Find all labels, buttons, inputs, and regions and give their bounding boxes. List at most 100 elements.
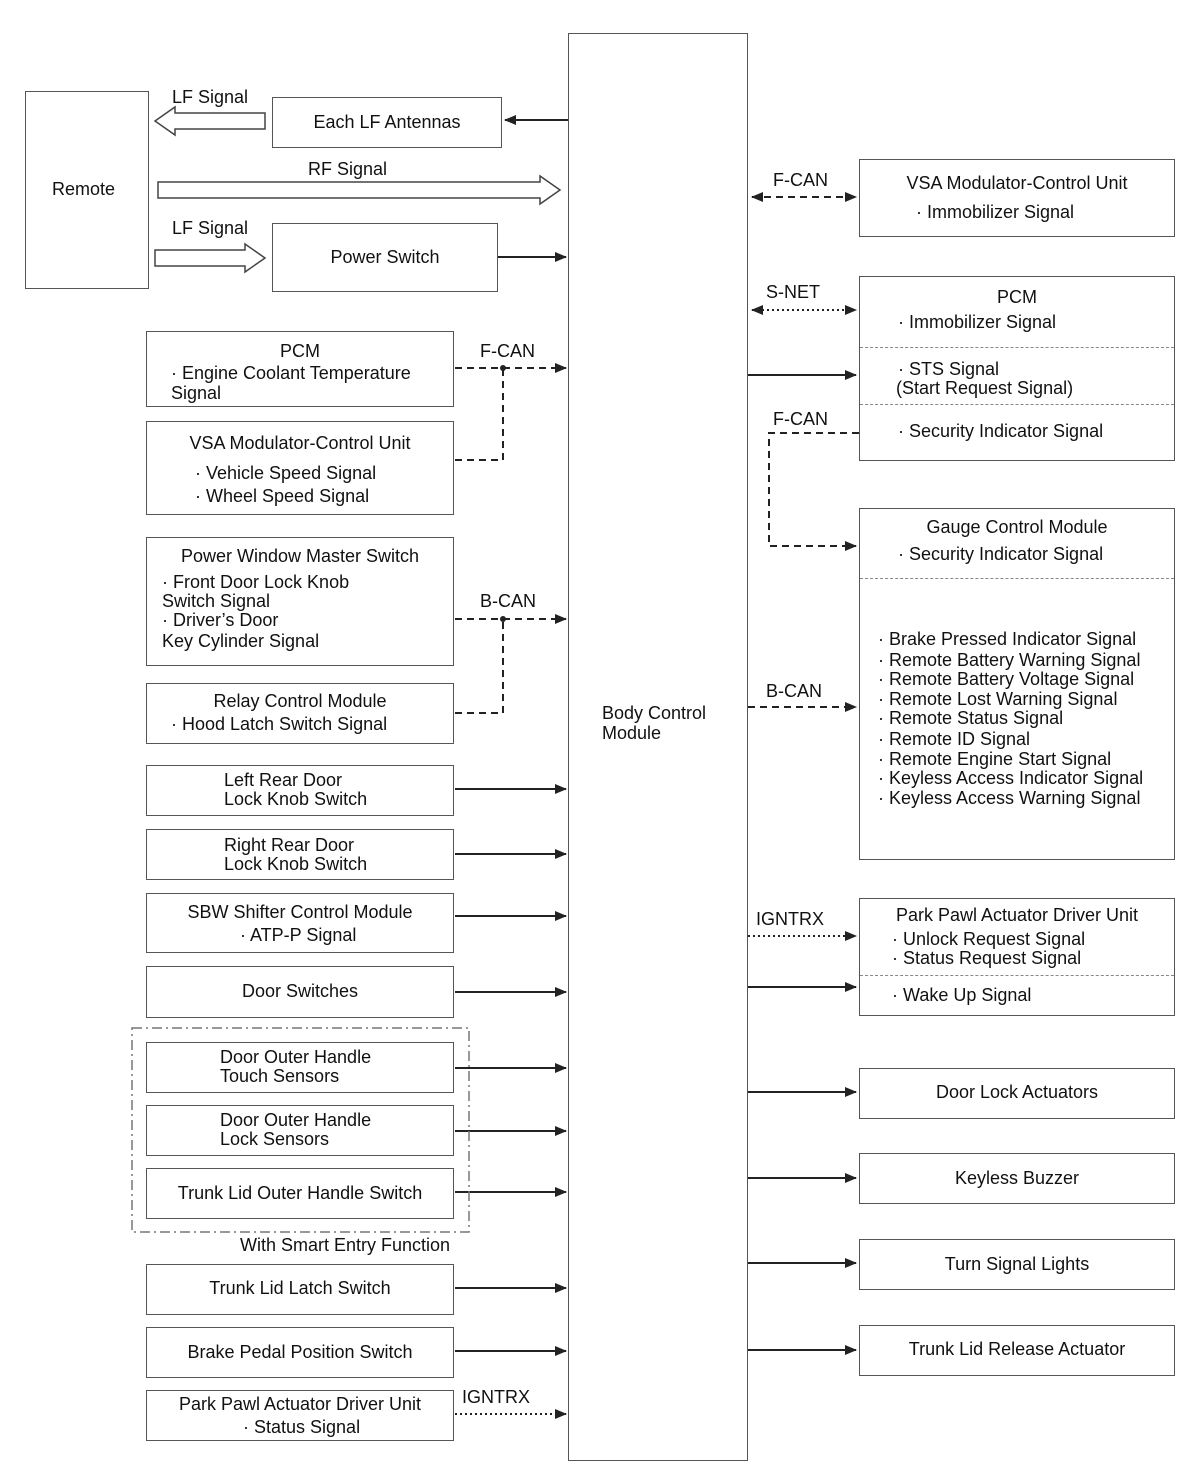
lock-sensors-line2: Lock Sensors: [220, 1129, 330, 1149]
touch-line1: Door Outer Handle: [220, 1047, 372, 1067]
vsa-right-line1: · Immobilizer Signal: [916, 202, 1075, 222]
rrd-line2: Lock Knob Switch: [224, 854, 368, 874]
gauge-item-6: · Remote ID Signal: [878, 729, 1031, 749]
gauge-item-5: · Remote Status Signal: [878, 708, 1064, 728]
pcm-right-box: PCM · Immobilizer Signal · STS Signal (S…: [859, 276, 1175, 461]
vsa-left-line2: · Wheel Speed Signal: [195, 486, 370, 506]
rf-hollow-arrow: [157, 174, 562, 206]
lf-hollow-arrow-1: [153, 105, 266, 137]
body-control-module-box: Body Control Module: [568, 33, 748, 1461]
pcm-right-separator-1: [860, 347, 1174, 348]
bcm-label-line2: Module: [602, 723, 662, 743]
lf-signal-label-2: LF Signal: [172, 218, 249, 238]
lock-sensors-line1: Door Outer Handle: [220, 1110, 372, 1130]
lf-hollow-arrow-2: [154, 242, 267, 274]
fcan-right-label: F-CAN: [773, 409, 828, 429]
trunk-latch-box: Trunk Lid Latch Switch: [146, 1264, 454, 1315]
touch-line2: Touch Sensors: [220, 1066, 340, 1086]
pwms-line1: · Front Door Lock Knob: [162, 572, 350, 592]
vsa-right-title: VSA Modulator-Control Unit: [906, 173, 1128, 193]
smart-entry-label: With Smart Entry Function: [240, 1235, 451, 1255]
ppa-left-box: Park Pawl Actuator Driver Unit · Status …: [146, 1390, 454, 1441]
ppa-right-separator: [860, 975, 1174, 976]
rf-signal-label: RF Signal: [308, 159, 388, 179]
pwms-line4: Key Cylinder Signal: [162, 631, 320, 651]
door-switches-box: Door Switches: [146, 966, 454, 1018]
touch-sensors-box: Door Outer Handle Touch Sensors: [146, 1042, 454, 1093]
vsa-left-box: VSA Modulator-Control Unit · Vehicle Spe…: [146, 421, 454, 515]
door-lock-actuators-box: Door Lock Actuators: [859, 1068, 1175, 1119]
ign-left-label: IGNTRX: [462, 1387, 531, 1407]
ppa-right-box: Park Pawl Actuator Driver Unit · Unlock …: [859, 898, 1175, 1016]
brake-pedal-box: Brake Pedal Position Switch: [146, 1327, 454, 1378]
trunk-handle-box: Trunk Lid Outer Handle Switch: [146, 1168, 454, 1219]
sbw-title: SBW Shifter Control Module: [187, 902, 413, 922]
relay-control-module-box: Relay Control Module · Hood Latch Switch…: [146, 683, 454, 744]
gauge-line1: · Security Indicator Signal: [898, 544, 1104, 564]
ppa-left-title: Park Pawl Actuator Driver Unit: [178, 1394, 422, 1414]
pwms-line3: · Driver’s Door: [162, 610, 279, 630]
trunk-latch-label: Trunk Lid Latch Switch: [209, 1278, 391, 1298]
remote-box: Remote: [25, 91, 149, 289]
buzzer-label: Keyless Buzzer: [954, 1168, 1080, 1188]
gauge-item-4: · Remote Lost Warning Signal: [878, 689, 1118, 709]
vsa-left-title: VSA Modulator-Control Unit: [189, 433, 411, 453]
ign-right-label: IGNTRX: [756, 909, 825, 929]
brake-pedal-label: Brake Pedal Position Switch: [187, 1342, 413, 1362]
fcan-left-label: F-CAN: [480, 341, 535, 361]
power-switch-label: Power Switch: [330, 247, 440, 267]
snet-label: S-NET: [766, 282, 820, 302]
lf-signal-label-1: LF Signal: [172, 87, 249, 107]
pcm-right-separator-2: [860, 404, 1174, 405]
vsa-left-line1: · Vehicle Speed Signal: [195, 463, 377, 483]
ppa-right-title: Park Pawl Actuator Driver Unit: [895, 905, 1139, 925]
rrd-line1: Right Rear Door: [224, 835, 355, 855]
right-rear-door-box: Right Rear Door Lock Knob Switch: [146, 829, 454, 880]
smart-entry-group-border: [131, 1027, 470, 1233]
pwms-line2: Switch Signal: [162, 591, 271, 611]
relay-line1: · Hood Latch Switch Signal: [171, 714, 388, 734]
door-switches-label: Door Switches: [241, 981, 359, 1001]
lf-antennas-box: Each LF Antennas: [272, 97, 502, 148]
gauge-item-1: · Brake Pressed Indicator Signal: [878, 629, 1137, 649]
lrd-line2: Lock Knob Switch: [224, 789, 368, 809]
trunk-release-box: Trunk Lid Release Actuator: [859, 1325, 1175, 1376]
sbw-shifter-box: SBW Shifter Control Module · ATP-P Signa…: [146, 893, 454, 953]
relay-title: Relay Control Module: [213, 691, 387, 711]
gauge-item-8: · Keyless Access Indicator Signal: [878, 768, 1144, 788]
lf-antennas-label: Each LF Antennas: [313, 112, 461, 132]
trunk-handle-label: Trunk Lid Outer Handle Switch: [177, 1183, 423, 1203]
fcan-vsa-label: F-CAN: [773, 170, 828, 190]
pcm-right-line1: · Immobilizer Signal: [898, 312, 1057, 332]
power-window-master-switch-box: Power Window Master Switch · Front Door …: [146, 537, 454, 666]
ppa-right-line2: · Status Request Signal: [892, 948, 1082, 968]
bcan-left-label: B-CAN: [480, 591, 537, 611]
pcm-right-line4: · Security Indicator Signal: [898, 421, 1104, 441]
trunk-release-label: Trunk Lid Release Actuator: [908, 1339, 1126, 1359]
door-lock-label: Door Lock Actuators: [935, 1082, 1099, 1102]
lock-sensors-box: Door Outer Handle Lock Sensors: [146, 1105, 454, 1156]
pcm-left-line2: Signal: [171, 383, 222, 403]
ppa-right-line3: · Wake Up Signal: [892, 985, 1032, 1005]
gauge-control-module-box: Gauge Control Module · Security Indicato…: [859, 508, 1175, 860]
turn-label: Turn Signal Lights: [944, 1254, 1090, 1274]
left-rear-door-box: Left Rear Door Lock Knob Switch: [146, 765, 454, 816]
bcan-right-label: B-CAN: [766, 681, 823, 701]
lrd-line1: Left Rear Door: [224, 770, 343, 790]
ppa-right-line1: · Unlock Request Signal: [892, 929, 1086, 949]
gauge-item-7: · Remote Engine Start Signal: [878, 749, 1112, 769]
gauge-item-3: · Remote Battery Voltage Signal: [878, 669, 1135, 689]
remote-label: Remote: [52, 179, 116, 199]
pcm-left-title: PCM: [280, 341, 320, 361]
pwms-title: Power Window Master Switch: [180, 546, 420, 566]
vsa-right-box: VSA Modulator-Control Unit · Immobilizer…: [859, 159, 1175, 237]
keyless-buzzer-box: Keyless Buzzer: [859, 1153, 1175, 1204]
pcm-right-line3: (Start Request Signal): [896, 378, 1074, 398]
turn-signal-lights-box: Turn Signal Lights: [859, 1239, 1175, 1290]
power-switch-box: Power Switch: [272, 223, 498, 292]
gauge-separator: [860, 578, 1174, 579]
pcm-left-line1: · Engine Coolant Temperature: [171, 363, 411, 383]
pcm-right-title: PCM: [997, 287, 1037, 307]
